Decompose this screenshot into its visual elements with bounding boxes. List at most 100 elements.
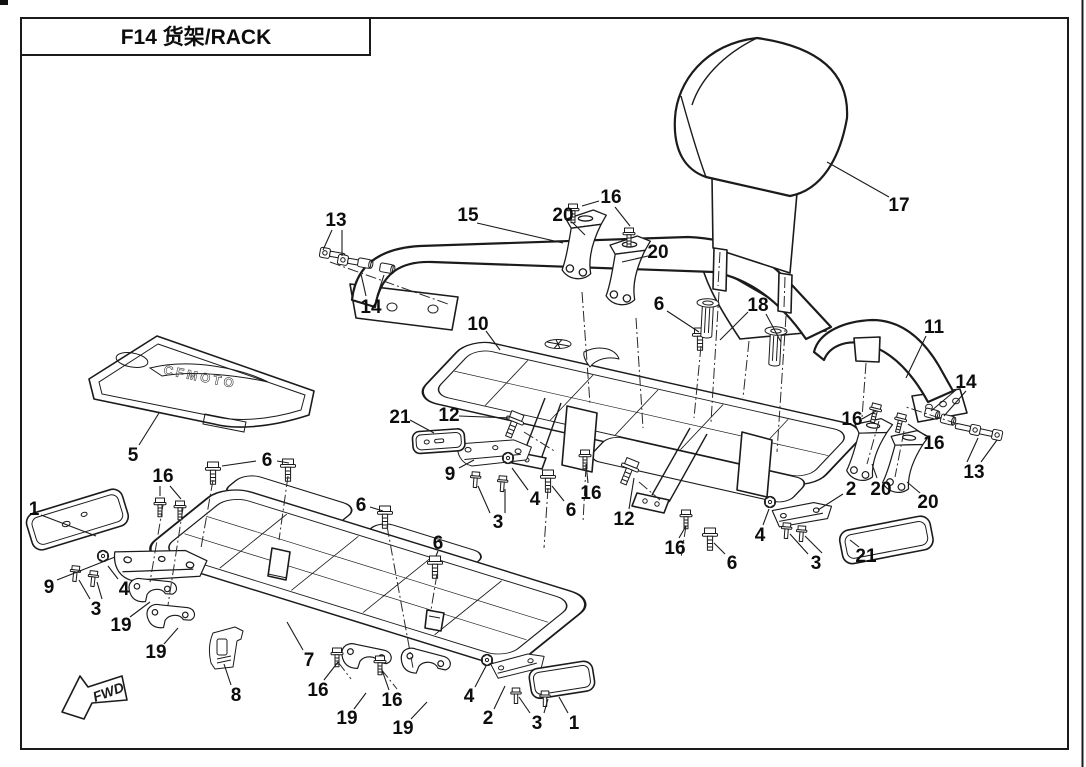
- part-callout-17: 17: [888, 195, 909, 216]
- leader-line: [966, 437, 979, 463]
- part-callout-16: 16: [841, 409, 862, 430]
- part-callout-9: 9: [445, 464, 456, 485]
- part-callout-14: 14: [955, 372, 977, 393]
- reflector-part1: [25, 488, 130, 551]
- part-callout-15: 15: [457, 205, 479, 226]
- nut-4: [763, 495, 777, 509]
- part-callout-16: 16: [580, 483, 601, 504]
- part-callout-4: 4: [530, 489, 541, 510]
- part-callout-6: 6: [356, 495, 367, 516]
- leader-line: [129, 601, 151, 618]
- bolt-3: [68, 564, 82, 583]
- bolt-3: [469, 471, 482, 489]
- part-callout-1: 1: [569, 713, 580, 734]
- grab-bar-part15: [349, 235, 833, 341]
- page-frame: [20, 17, 1069, 750]
- leader-line: [930, 389, 957, 412]
- part-callout-3: 3: [91, 599, 102, 620]
- part-callout-10: 10: [467, 314, 488, 335]
- clip-part8: [208, 626, 244, 670]
- part-callout-6: 6: [262, 450, 273, 471]
- part-callout-19: 19: [392, 718, 413, 739]
- assembly-axis-lines: [149, 251, 959, 690]
- bolt-16: [679, 509, 693, 530]
- leader-line: [871, 463, 878, 479]
- part-callout-3: 3: [493, 512, 504, 533]
- bolt-3: [510, 687, 522, 704]
- part-callout-20: 20: [917, 492, 938, 513]
- leader-line: [223, 663, 232, 686]
- page-corner-tick: [0, 0, 8, 5]
- leader-line: [614, 206, 631, 227]
- leader-line: [817, 493, 844, 511]
- bolt-3: [496, 475, 509, 493]
- leader-line: [381, 669, 390, 691]
- leader-line: [905, 335, 927, 379]
- front-rack-part7: [149, 475, 587, 665]
- leader-line: [666, 310, 700, 333]
- leader-line: [409, 419, 435, 434]
- bracket-parts: [25, 209, 934, 700]
- leader-line: [323, 661, 339, 681]
- page-title: F14 货架/RACK: [121, 25, 272, 49]
- part-callout-4: 4: [464, 686, 475, 707]
- leader-line: [221, 460, 257, 467]
- part-callout-20: 20: [647, 242, 668, 263]
- leader-line: [907, 423, 927, 437]
- part-callout-16: 16: [152, 466, 173, 487]
- leader-line: [765, 313, 782, 343]
- leader-line: [861, 410, 877, 420]
- part-callout-6: 6: [654, 294, 665, 315]
- leader-line: [435, 550, 439, 557]
- leader-line: [518, 696, 531, 714]
- leader-line: [410, 701, 428, 720]
- leader-line: [678, 525, 687, 539]
- part-callout-3: 3: [532, 713, 543, 734]
- bolt-16: [373, 655, 387, 676]
- part-callout-13: 13: [963, 462, 984, 483]
- leader-line: [906, 481, 921, 494]
- leader-line: [376, 274, 385, 297]
- leader-line: [476, 222, 564, 244]
- leader-line: [543, 698, 549, 714]
- leader-line: [551, 485, 565, 502]
- leader-line: [571, 221, 586, 236]
- leader-line: [322, 229, 333, 251]
- leader-line: [719, 311, 749, 341]
- part-callout-1: 1: [29, 499, 40, 520]
- part-callout-5: 5: [128, 445, 139, 466]
- leader-line: [458, 415, 511, 419]
- part-callout-4: 4: [755, 525, 766, 546]
- nut-4: [501, 451, 515, 465]
- part-callout-2: 2: [846, 479, 857, 500]
- leader-line: [849, 539, 860, 548]
- fwd-arrow: FWD: [61, 675, 128, 720]
- leader-line: [458, 459, 475, 469]
- part-callout-4: 4: [119, 579, 130, 600]
- leader-line: [96, 581, 103, 600]
- leader-line: [474, 665, 487, 688]
- part-callout-9: 9: [44, 577, 55, 598]
- leader-line: [163, 627, 179, 645]
- part-callout-20: 20: [870, 479, 891, 500]
- leader-line: [826, 161, 890, 198]
- leader-line: [980, 439, 998, 463]
- bolt-13: [954, 420, 982, 437]
- leader-line: [353, 692, 367, 710]
- leader-line: [493, 685, 506, 710]
- leader-line: [762, 508, 770, 526]
- part-callout-2: 2: [483, 708, 494, 729]
- cover-plate-part5: CFMOTO: [88, 335, 315, 433]
- part-callout-16: 16: [600, 187, 621, 208]
- part-callout-14: 14: [360, 297, 382, 318]
- leader-line: [804, 535, 823, 554]
- leader-line: [360, 273, 367, 297]
- part-callout-18: 18: [747, 295, 768, 316]
- bracket-2: [771, 501, 833, 528]
- leader-line: [713, 542, 726, 555]
- part-callout-16: 16: [307, 680, 328, 701]
- nut-4: [480, 653, 494, 667]
- part-callout-16: 16: [664, 538, 685, 559]
